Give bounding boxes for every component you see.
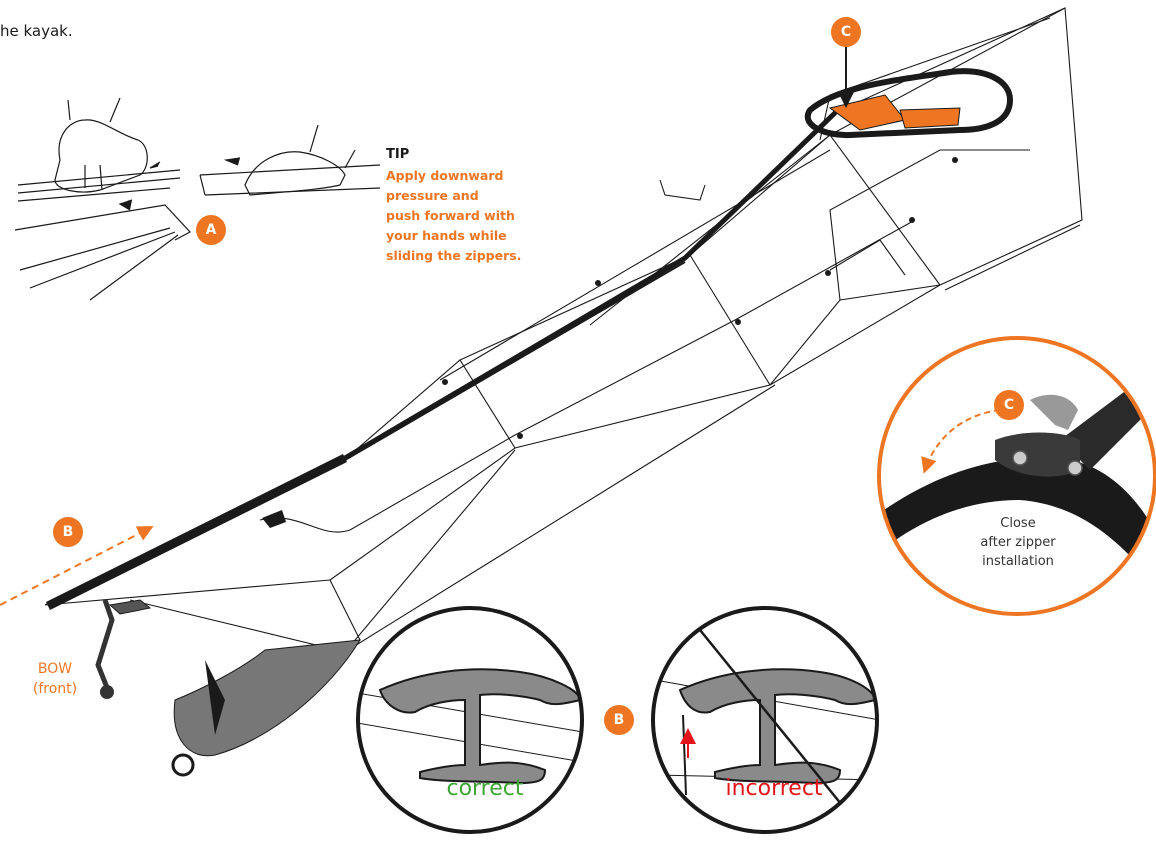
badge-b-detail: B — [604, 705, 634, 735]
badge-c-top: C — [831, 17, 861, 47]
bow-label-line1: BOW — [37, 661, 73, 677]
badge-b-bow: B — [53, 517, 83, 547]
bow-label-line2: (front) — [32, 681, 78, 697]
hand-pressure-illustration — [14, 97, 381, 301]
incorrect-profile-circle — [651, 606, 879, 834]
incorrect-label: incorrect — [725, 776, 823, 801]
tip-line: Apply downward — [386, 168, 504, 183]
tip-body: Apply downward pressure and push forward… — [386, 166, 561, 266]
badge-c-detail: C — [994, 390, 1024, 420]
close-note-line: after zipper — [980, 535, 1056, 550]
bow-hardware — [95, 599, 361, 777]
tip-line: sliding the zippers. — [386, 248, 522, 263]
tip-line: your hands while — [386, 228, 507, 243]
zipper-strip-inner — [344, 261, 686, 461]
deck-fittings — [262, 157, 958, 528]
bow-label: BOW (front) — [20, 659, 90, 699]
badge-a: A — [196, 215, 226, 245]
correct-label: correct — [446, 776, 524, 801]
tip-title: TIP — [386, 147, 410, 162]
seat-closure-zoom — [877, 336, 1156, 616]
close-note-line: installation — [982, 554, 1054, 569]
cockpit — [804, 68, 1014, 139]
zipper-strip — [45, 453, 348, 611]
zipper-strip-upper — [343, 108, 840, 461]
intro-text: he kayak. — [0, 22, 73, 40]
tip-line: push forward with — [386, 208, 515, 223]
correct-profile-circle — [356, 606, 584, 834]
close-note-line: Close — [1000, 516, 1036, 531]
tip-line: pressure and — [386, 188, 479, 203]
b-direction-arrow — [0, 526, 154, 606]
close-note: Close after zipper installation — [953, 514, 1083, 571]
